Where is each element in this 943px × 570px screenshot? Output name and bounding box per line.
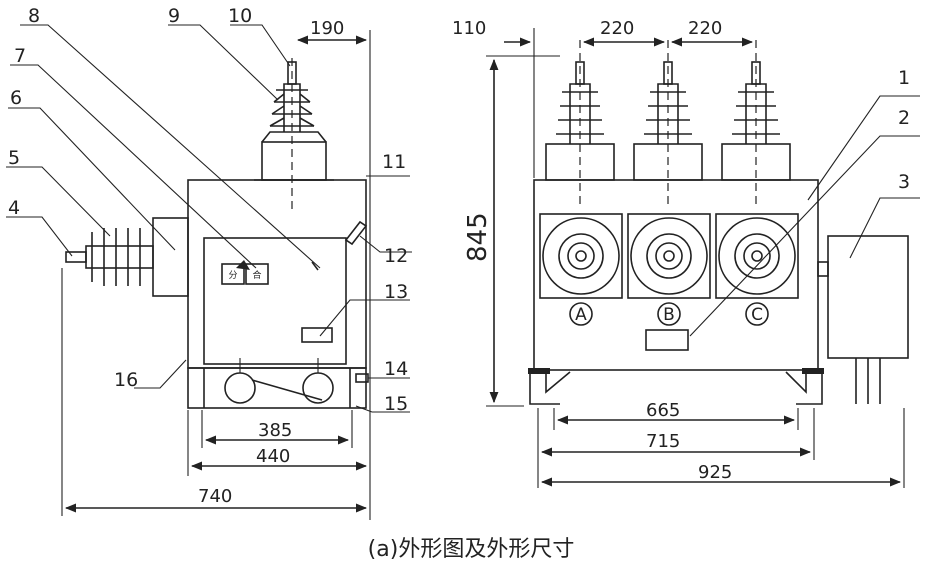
side-view-leaders	[6, 24, 412, 413]
front-nameplate	[645, 329, 689, 351]
callout-10: 10	[228, 5, 252, 27]
callout-labels: 8 7 6 5 4 9 10 11 12 13 14 15 16 1 2 3	[8, 5, 910, 415]
callout-2: 2	[898, 107, 910, 129]
callout-4: 4	[8, 197, 20, 219]
callout-13: 13	[384, 281, 408, 303]
dim-440: 440	[256, 446, 290, 467]
phase-window-a	[539, 213, 623, 326]
dim-665: 665	[646, 400, 680, 421]
front-view: A B C	[528, 40, 909, 405]
callout-8: 8	[28, 5, 40, 27]
phase-window-c	[715, 213, 799, 326]
mechanism-box	[827, 235, 909, 359]
side-bushing-box	[152, 217, 189, 297]
dim-190: 190	[310, 18, 344, 39]
phase-label-c: C	[751, 305, 763, 325]
callout-7: 7	[14, 45, 26, 67]
dim-385: 385	[258, 420, 292, 441]
callout-16: 16	[114, 369, 138, 391]
side-view: 分 合	[65, 30, 371, 520]
indicator-open: 分	[228, 270, 237, 281]
nameplate	[301, 327, 333, 343]
front-foot-left	[529, 370, 571, 405]
callout-11: 11	[382, 151, 406, 173]
dim-220-left: 220	[600, 18, 634, 39]
callout-9: 9	[168, 5, 180, 27]
callout-12: 12	[384, 245, 408, 267]
side-body	[187, 179, 367, 369]
phase-label-a: A	[575, 305, 587, 325]
front-foot-right	[785, 370, 823, 405]
callout-1: 1	[898, 67, 910, 89]
wheel-left	[224, 372, 256, 404]
side-base	[187, 367, 367, 409]
figure-caption: (a)外形图及外形尺寸	[368, 537, 575, 562]
front-view-dimensions	[486, 28, 905, 488]
callout-15: 15	[384, 393, 408, 415]
side-view-dimensions	[61, 35, 368, 516]
dim-925: 925	[698, 462, 732, 483]
callout-5: 5	[8, 147, 20, 169]
operating-handle	[344, 220, 368, 246]
phase-window-b	[627, 213, 711, 326]
callout-14: 14	[384, 358, 408, 380]
dimension-labels: 190 110 220 220 385 440 740 665 715 925 …	[198, 18, 732, 507]
indicator-close: 合	[252, 269, 261, 281]
dim-845: 845	[463, 212, 493, 262]
side-panel	[203, 237, 347, 365]
phase-label-b: B	[663, 305, 675, 325]
dim-740: 740	[198, 486, 232, 507]
side-terminal	[65, 251, 87, 263]
dim-715: 715	[646, 431, 680, 452]
callout-6: 6	[10, 87, 22, 109]
dim-220-right: 220	[688, 18, 722, 39]
front-body	[533, 179, 819, 371]
side-insulator	[85, 228, 154, 286]
dim-110: 110	[452, 18, 486, 39]
front-view-leaders	[689, 95, 920, 337]
callout-3: 3	[898, 171, 910, 193]
top-bushing-base	[261, 141, 327, 181]
